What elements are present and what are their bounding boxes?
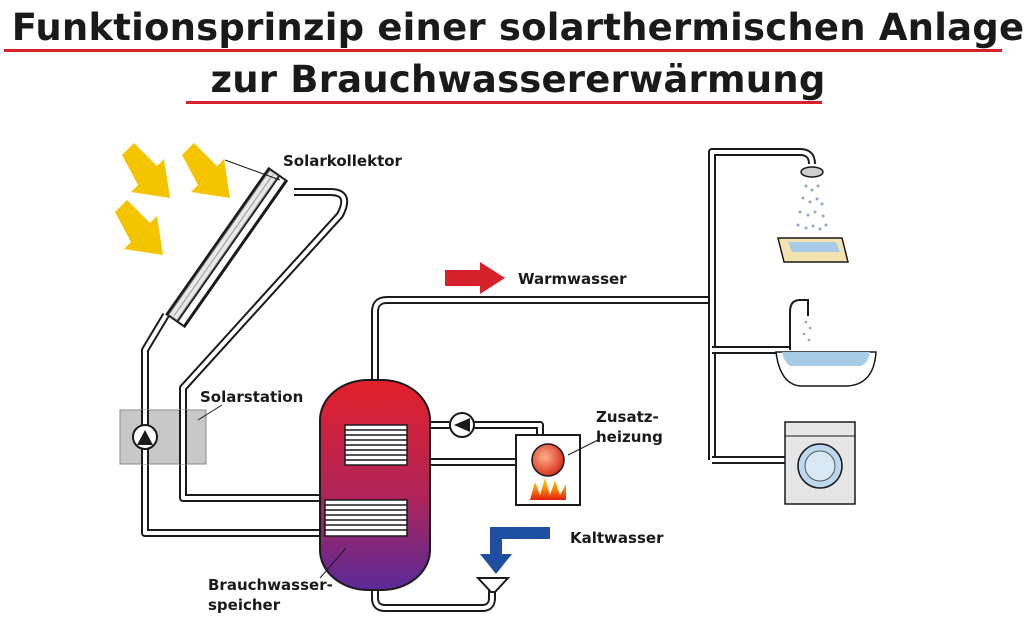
upper-heat-exchanger-coil — [344, 424, 408, 466]
label-zusatzheizung-1: Zusatz- — [596, 408, 659, 426]
label-speicher-2: speicher — [208, 596, 281, 614]
solar-station — [119, 409, 207, 465]
title-line-2: zur Brauchwassererwärmung — [210, 58, 826, 101]
warm-water-arrow-icon — [445, 262, 505, 294]
label-solarstation: Solarstation — [200, 388, 303, 406]
label-kaltwasser: Kaltwasser — [570, 529, 664, 547]
storage-tank — [319, 379, 431, 591]
bathtub-icon — [775, 299, 877, 387]
aux-pump-icon — [449, 412, 475, 438]
washing-machine-icon — [784, 421, 856, 505]
solar-collector — [165, 166, 289, 329]
funnel-icon — [475, 577, 511, 593]
leader-line — [224, 159, 281, 181]
label-warmwasser: Warmwasser — [518, 270, 627, 288]
sun-arrow-icon — [115, 200, 163, 255]
auxiliary-heater — [515, 434, 581, 506]
label-speicher-1: Brauchwasser- — [208, 576, 333, 594]
flame-icon — [530, 478, 566, 500]
cold-water-arrow-icon — [480, 527, 550, 574]
title-line-1: Funktionsprinzip einer solarthermischen … — [11, 6, 1025, 49]
shower-icon — [777, 166, 849, 263]
cold-water-inlet — [475, 527, 550, 593]
label-zusatzheizung-2: heizung — [596, 428, 663, 446]
title-underline-2 — [186, 101, 822, 104]
sun-arrows — [115, 143, 230, 255]
title-underline-1 — [4, 49, 1002, 52]
label-solarkollektor: Solarkollektor — [283, 152, 403, 170]
sun-arrow-icon — [122, 143, 170, 198]
lower-heat-exchanger-coil — [324, 499, 408, 537]
sun-arrow-icon — [182, 143, 230, 198]
